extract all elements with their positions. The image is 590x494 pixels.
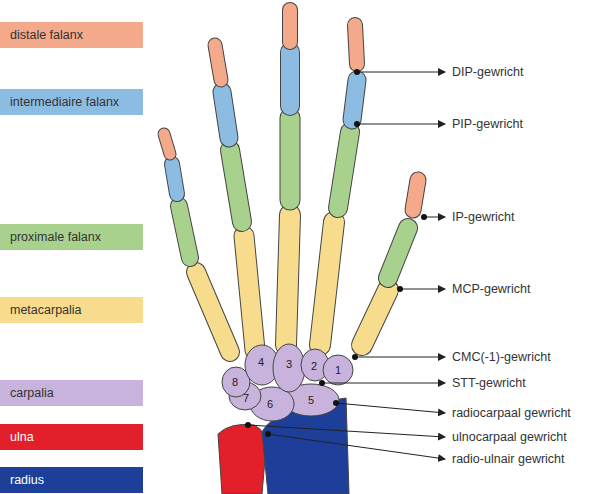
legend-text: distale falanx [10,22,83,48]
legend-swatch: intermediaire falanx [0,89,143,115]
legend-swatch: carpalia [0,380,143,406]
legend-text: ulna [10,424,34,450]
callout-number: 7 [243,392,249,404]
legend-text: intermediaire falanx [10,89,119,115]
legend-text: carpalia [10,380,54,406]
callout-number: 2 [311,360,317,372]
joint-label: IP-gewricht [452,210,515,224]
callout-number: 5 [308,394,314,406]
legend-swatch: proximale falanx [0,224,143,250]
joint-label: PIP-gewricht [452,117,523,131]
joint-label: MCP-gewricht [452,282,531,296]
joint-label: ulnocarpaal gewricht [452,430,567,444]
callout-number: 6 [267,398,273,410]
joint-label: radiocarpaal gewricht [452,406,571,420]
callout-number: 1 [335,364,341,376]
legend-text: radius [10,467,44,493]
legend-swatch: metacarpalia [0,297,143,323]
joint-label: radio-ulnair gewricht [452,452,565,466]
joint-label: DIP-gewricht [452,65,524,79]
legend-text: metacarpalia [10,297,82,323]
legend-text: proximale falanx [10,224,101,250]
legend-swatch: radius [0,467,143,493]
legend-swatch: ulna [0,424,143,450]
callout-number: 3 [286,358,292,370]
legend-swatch: distale falanx [0,22,143,48]
joint-label: STT-gewricht [452,376,526,390]
callout-number: 4 [258,356,264,368]
callout-number: 8 [232,376,238,388]
joint-label: CMC(-1)-gewricht [452,350,551,364]
